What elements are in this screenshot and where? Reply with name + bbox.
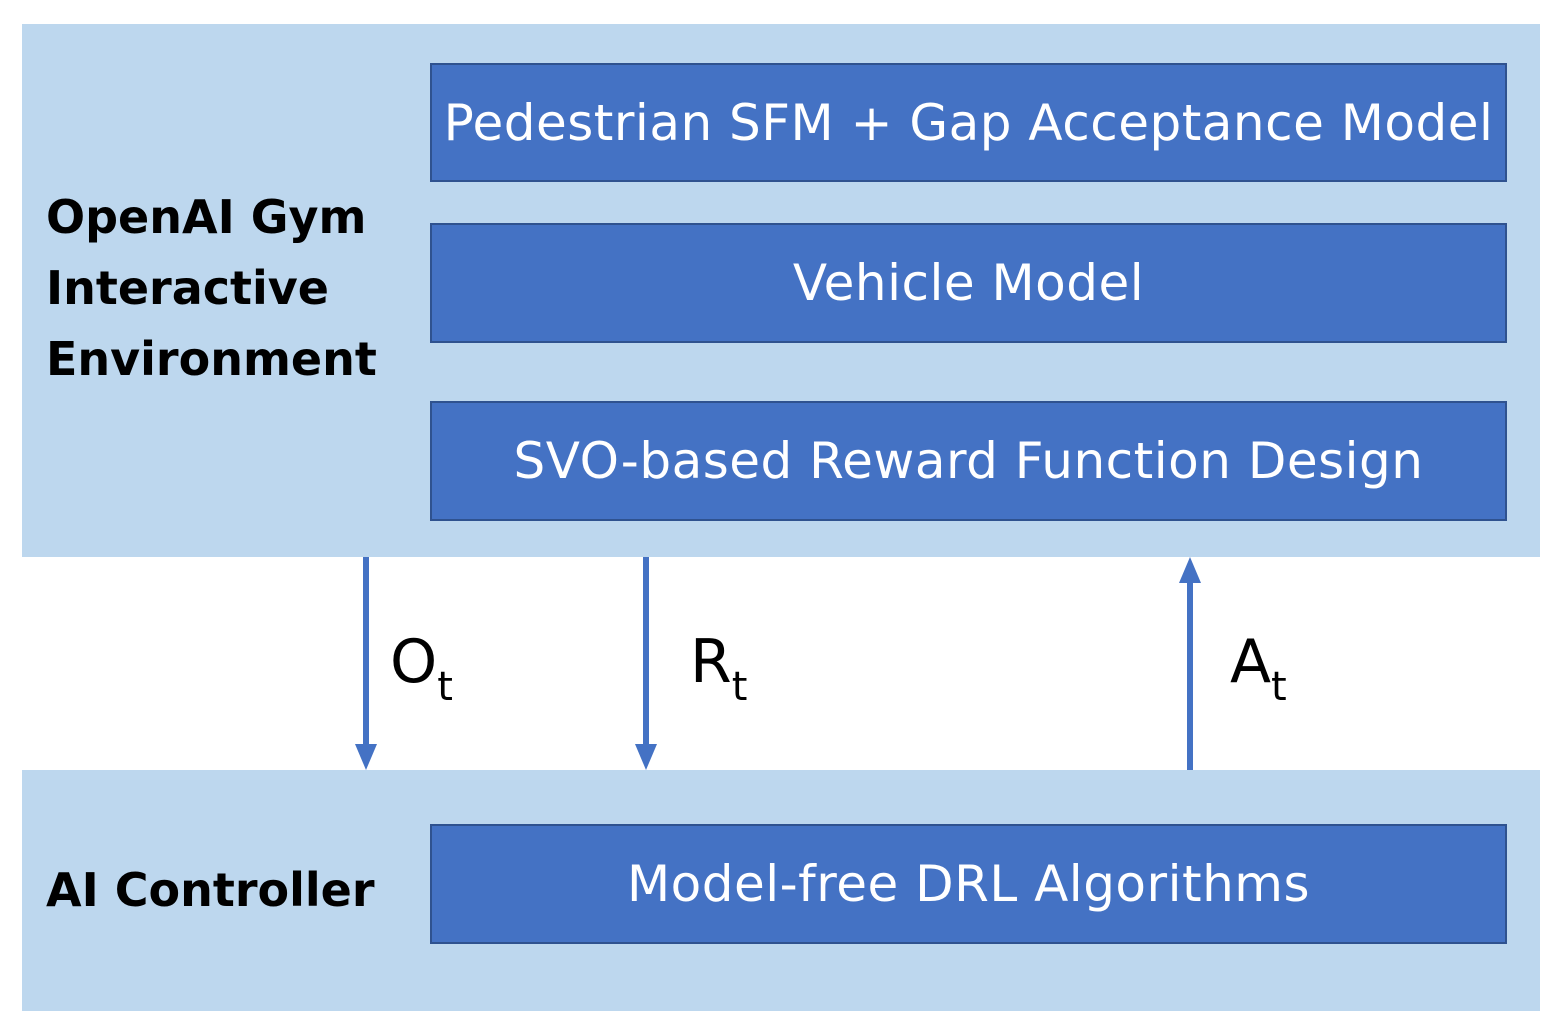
- action-arrow: [1179, 557, 1201, 770]
- controller-label: AI Controller: [46, 863, 375, 917]
- reward-main: R: [690, 627, 732, 697]
- reward-signal-label: Rt: [690, 632, 747, 707]
- action-subscript: t: [1271, 664, 1287, 710]
- vehicle-model-block: Vehicle Model: [430, 223, 1507, 343]
- pedestrian-model-block: Pedestrian SFM + Gap Acceptance Model: [430, 63, 1507, 182]
- drl-algorithms-block: Model-free DRL Algorithms: [430, 824, 1507, 944]
- reward-arrow: [635, 557, 657, 770]
- action-signal-label: At: [1230, 632, 1287, 707]
- environment-panel: OpenAI Gym Interactive Environment Pedes…: [22, 24, 1540, 557]
- reward-subscript: t: [731, 664, 748, 710]
- action-main: A: [1230, 627, 1272, 697]
- observation-subscript: t: [437, 664, 453, 710]
- controller-panel: AI Controller Model-free DRL Algorithms: [22, 770, 1540, 1011]
- reward-function-block: SVO-based Reward Function Design: [430, 401, 1507, 521]
- observation-arrow: [355, 557, 377, 770]
- observation-signal-label: Ot: [390, 632, 453, 707]
- environment-label: OpenAI Gym Interactive Environment: [46, 190, 377, 386]
- observation-main: O: [390, 627, 438, 697]
